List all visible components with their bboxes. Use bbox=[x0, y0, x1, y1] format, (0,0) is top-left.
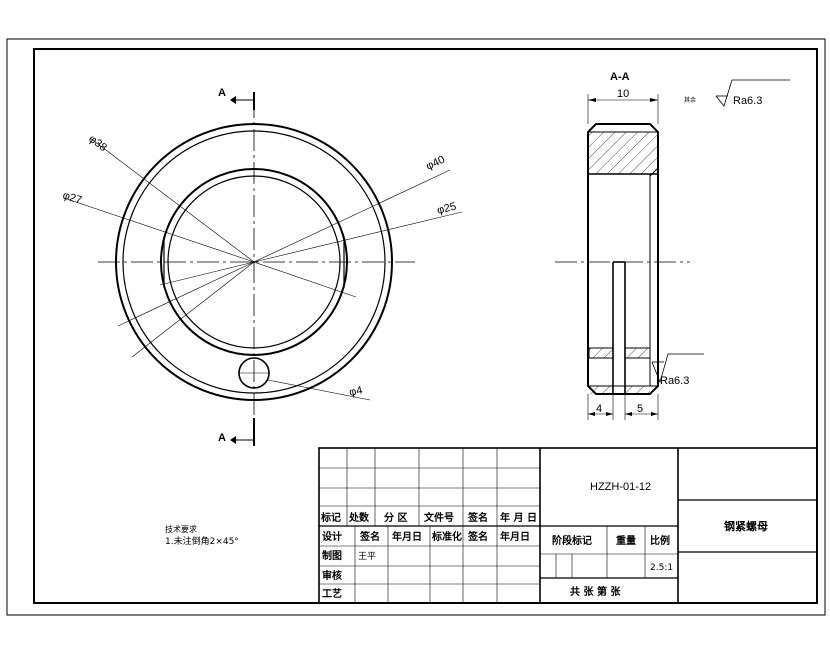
tb-stage: 阶段标记 bbox=[552, 534, 592, 547]
inner-chamfer-circle bbox=[167, 175, 341, 349]
tb-weight: 重量 bbox=[616, 534, 636, 547]
tb-check: 审核 bbox=[322, 569, 342, 582]
tech-req-line1: 1.未注倒角2×45° bbox=[165, 535, 239, 547]
section-hatch-top bbox=[589, 132, 657, 174]
roughness-prefix-label: 其余 bbox=[684, 96, 696, 104]
tb-standard-sign: 签名 bbox=[467, 530, 488, 543]
outer-circle bbox=[115, 123, 393, 401]
tb-draw: 制图 bbox=[322, 549, 342, 562]
hole-hatch-right-top bbox=[624, 347, 651, 359]
tb-hdr-file: 文件号 bbox=[424, 511, 454, 524]
tb-hdr-sign: 签名 bbox=[467, 511, 488, 524]
tb-standard-date: 年月日 bbox=[500, 530, 530, 543]
tb-design-sign: 签名 bbox=[359, 530, 380, 543]
leader-d40 bbox=[253, 169, 451, 263]
tb-drawing-no: HZZH-01-12 bbox=[590, 481, 651, 493]
section-view bbox=[555, 79, 790, 420]
roughness-slot-label: Ra6.3 bbox=[660, 375, 689, 387]
outer-border bbox=[6, 38, 826, 616]
tb-hdr-date: 年 月 日 bbox=[500, 511, 537, 524]
title-block bbox=[318, 447, 818, 604]
tb-standard: 标准化 bbox=[431, 530, 462, 543]
dim-4-label: 4 bbox=[596, 403, 602, 415]
leader-d38 bbox=[89, 137, 255, 263]
dim-d27-label: φ27 bbox=[61, 189, 83, 206]
outer-chamfer-circle bbox=[122, 130, 386, 394]
inner-circle bbox=[160, 168, 348, 356]
tb-scale: 比例 bbox=[650, 534, 670, 547]
roughness-symbol-main bbox=[715, 79, 790, 107]
tb-hdr-mark: 标记 bbox=[320, 511, 341, 524]
leader-d27 bbox=[63, 197, 255, 263]
dim-5-label: 5 bbox=[637, 403, 643, 415]
tb-design: 设计 bbox=[322, 530, 342, 543]
dim-d25-label: φ25 bbox=[436, 201, 458, 217]
section-marker-bottom-label: A bbox=[218, 432, 226, 444]
front-view bbox=[63, 92, 463, 446]
roughness-main-label: Ra6.3 bbox=[733, 95, 762, 107]
dim-d40-label: φ40 bbox=[424, 154, 447, 173]
tb-design-date: 年月日 bbox=[392, 530, 422, 543]
tech-req-title: 技术要求 bbox=[165, 524, 197, 534]
leader-d4 bbox=[267, 379, 371, 401]
leader-d25 bbox=[253, 211, 463, 263]
tb-scale-value: 2.5:1 bbox=[650, 563, 673, 573]
tb-sheets: 共 张 第 张 bbox=[570, 585, 621, 598]
roughness-symbol-slot bbox=[651, 353, 704, 384]
section-marker-top-label: A bbox=[218, 87, 226, 99]
dim-d38-label: φ38 bbox=[86, 133, 109, 154]
tb-draw-sig: 王平 bbox=[358, 551, 376, 562]
tb-hdr-count: 处数 bbox=[348, 511, 370, 524]
tb-hdr-zone: 分 区 bbox=[384, 511, 407, 524]
section-title: A-A bbox=[610, 71, 630, 83]
dim-d4-label: φ4 bbox=[348, 384, 363, 398]
dim-10-label: 10 bbox=[617, 88, 629, 100]
tb-process: 工艺 bbox=[322, 587, 342, 600]
tb-part-name: 钢紧螺母 bbox=[724, 519, 768, 533]
hole-hatch-left-top bbox=[588, 347, 614, 359]
